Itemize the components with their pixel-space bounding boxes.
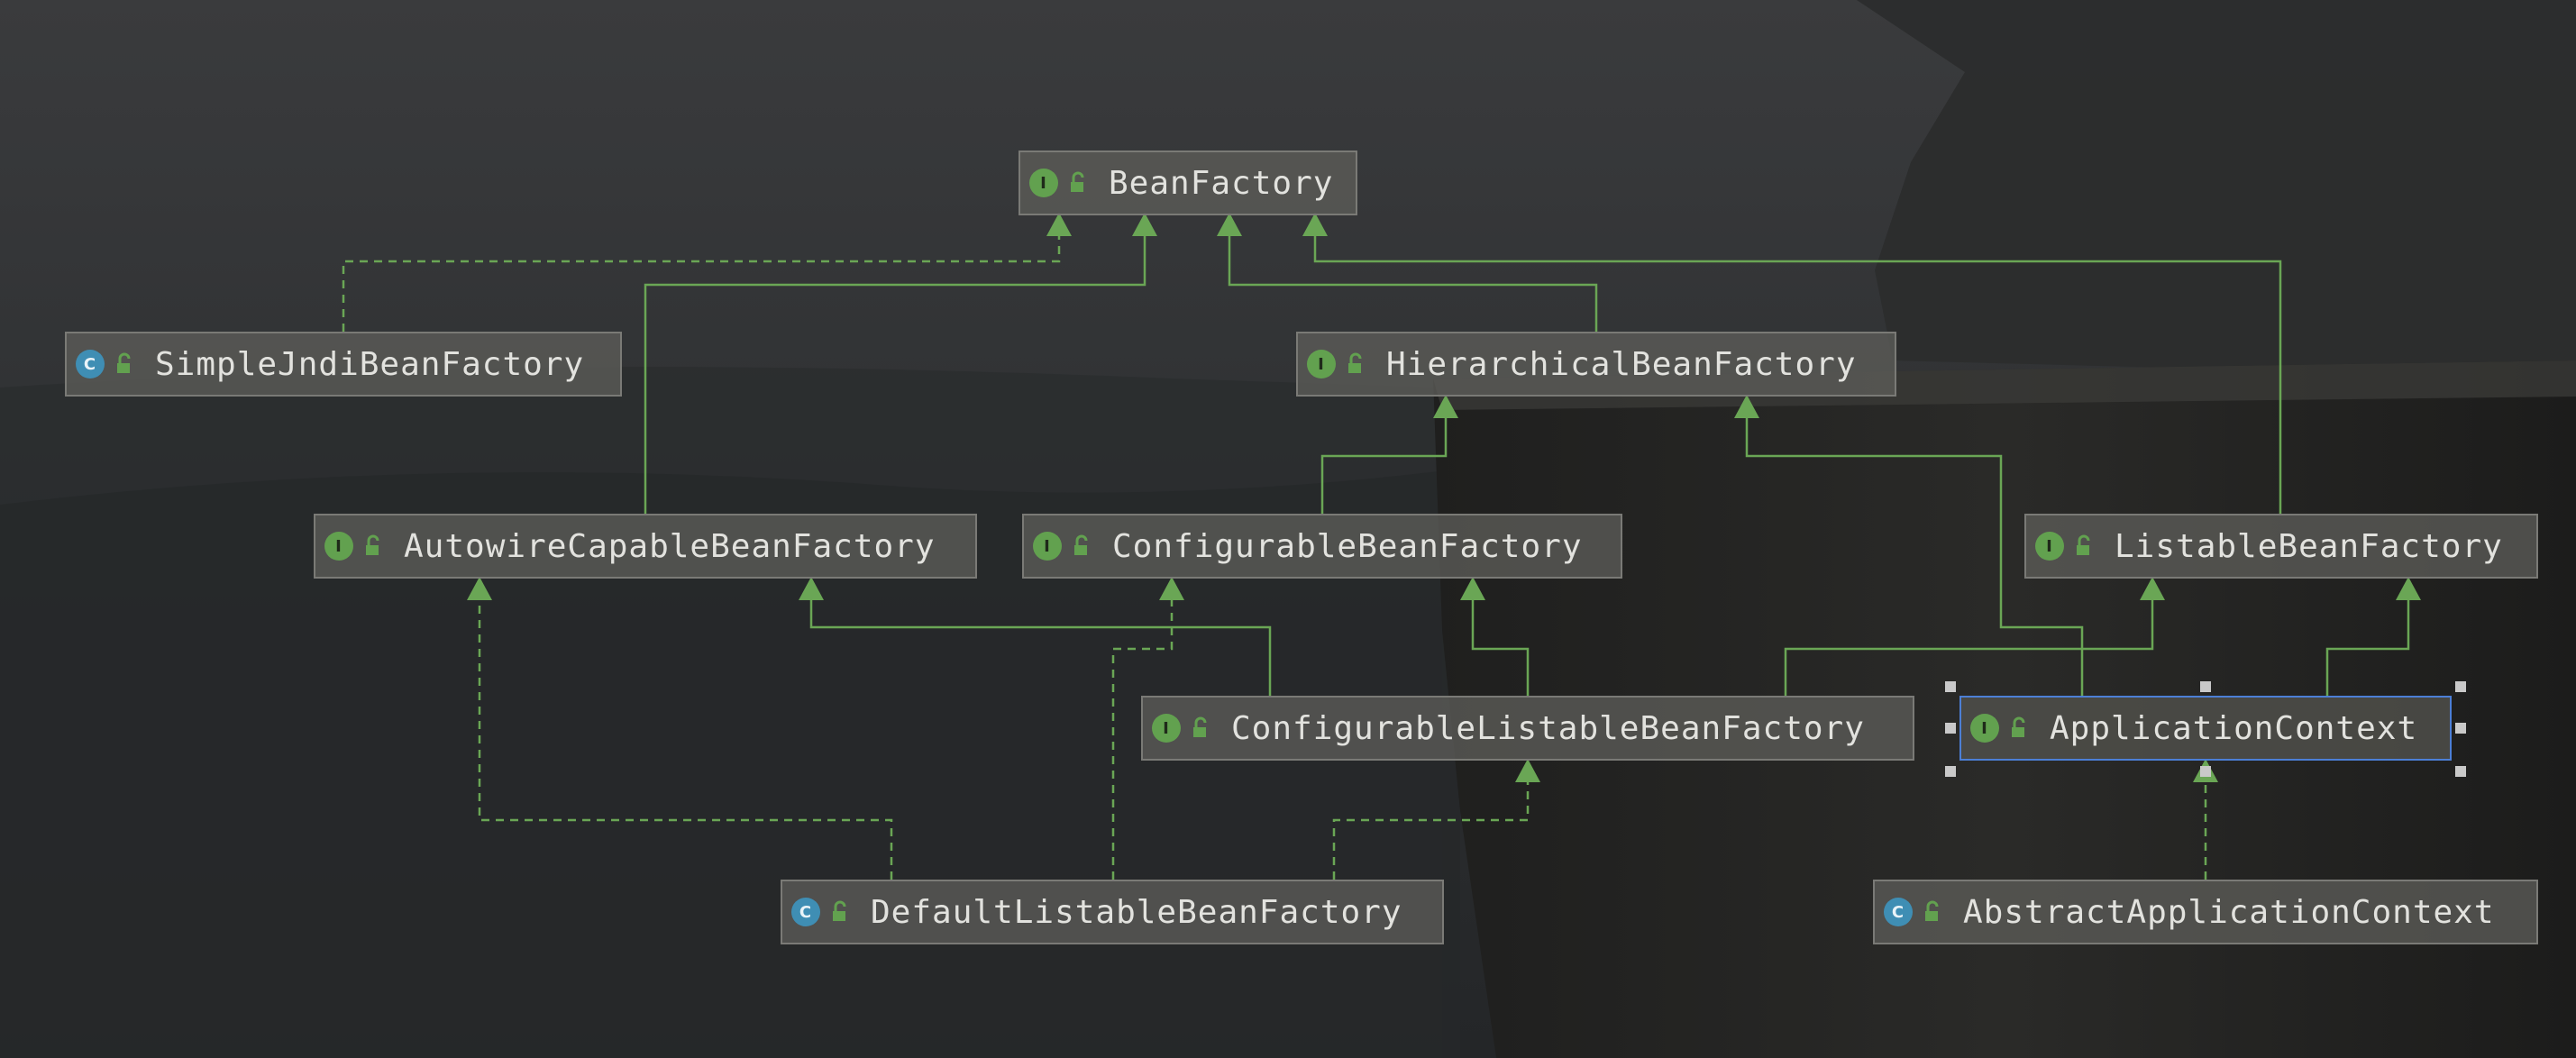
selection-handle[interactable]	[1945, 723, 1956, 734]
node-application-context[interactable]: I ApplicationContext	[1959, 696, 2452, 761]
selection-handle[interactable]	[2200, 766, 2211, 777]
unlock-icon	[1071, 171, 1084, 192]
edge-application-context-to-listable-bean-factory	[2325, 600, 2410, 696]
class-icon: C	[791, 898, 820, 926]
arrowhead-icon	[1132, 213, 1157, 236]
arrowhead-icon	[799, 577, 824, 600]
interface-icon: I	[1152, 714, 1181, 743]
arrowhead-icon	[1515, 759, 1540, 782]
interface-icon: I	[1307, 350, 1336, 379]
arrowhead-icon	[1217, 213, 1242, 236]
node-simple-jndi-bean-factory[interactable]: C SimpleJndiBeanFactory	[65, 332, 622, 397]
unlock-icon	[1925, 900, 1939, 921]
selection-handle[interactable]	[1945, 766, 1956, 777]
edge-default-listable-bean-factory-to-autowire-capable-bean-factory	[478, 600, 893, 880]
node-configurable-listable-bean-factory[interactable]: I ConfigurableListableBeanFactory	[1141, 696, 1914, 761]
arrowhead-icon	[2140, 577, 2165, 600]
interface-icon: I	[1029, 169, 1058, 197]
node-label: ConfigurableListableBeanFactory	[1231, 709, 1865, 747]
edge-configurable-listable-bean-factory-to-autowire-capable-bean-factory	[809, 600, 1272, 696]
unlock-icon	[117, 352, 131, 373]
arrowhead-icon	[2396, 577, 2421, 600]
interface-icon: I	[2035, 532, 2064, 561]
edge-hierarchical-bean-factory-to-bean-factory	[1228, 236, 1598, 332]
edge-configurable-listable-bean-factory-to-listable-bean-factory	[1784, 600, 2154, 696]
selection-handle[interactable]	[2455, 723, 2466, 734]
node-label: BeanFactory	[1109, 164, 1334, 202]
unlock-icon	[1074, 534, 1088, 555]
selection-handle[interactable]	[2455, 766, 2466, 777]
selection-handle[interactable]	[1945, 681, 1956, 692]
edge-simple-jndi-bean-factory-to-bean-factory	[342, 236, 1061, 332]
arrowhead-icon	[1046, 213, 1072, 236]
selection-handle[interactable]	[2455, 681, 2466, 692]
edge-application-context-to-hierarchical-bean-factory	[1745, 418, 2084, 696]
interface-icon: I	[1970, 714, 1999, 743]
node-abstract-application-context[interactable]: C AbstractApplicationContext	[1873, 880, 2538, 944]
node-label: AutowireCapableBeanFactory	[404, 527, 936, 565]
node-autowire-capable-bean-factory[interactable]: I AutowireCapableBeanFactory	[314, 514, 977, 579]
interface-icon: I	[1033, 532, 1062, 561]
interface-icon: I	[324, 532, 353, 561]
edge-default-listable-bean-factory-to-configurable-bean-factory	[1111, 600, 1174, 880]
unlock-icon	[2077, 534, 2090, 555]
node-label: DefaultListableBeanFactory	[871, 893, 1402, 931]
node-listable-bean-factory[interactable]: I ListableBeanFactory	[2024, 514, 2538, 579]
node-label: SimpleJndiBeanFactory	[155, 345, 585, 383]
edge-listable-bean-factory-to-bean-factory	[1313, 236, 2282, 514]
unlock-icon	[2012, 716, 2025, 737]
arrowhead-icon	[1302, 213, 1328, 236]
arrowhead-icon	[1159, 577, 1184, 600]
node-label: AbstractApplicationContext	[1963, 893, 2495, 931]
node-configurable-bean-factory[interactable]: I ConfigurableBeanFactory	[1022, 514, 1622, 579]
node-label: ApplicationContext	[2050, 709, 2418, 747]
node-default-listable-bean-factory[interactable]: C DefaultListableBeanFactory	[781, 880, 1444, 944]
node-label: ListableBeanFactory	[2115, 527, 2503, 565]
unlock-icon	[1193, 716, 1207, 737]
node-label: ConfigurableBeanFactory	[1112, 527, 1583, 565]
unlock-icon	[833, 900, 846, 921]
class-icon: C	[76, 350, 105, 379]
edge-configurable-bean-factory-to-hierarchical-bean-factory	[1320, 418, 1448, 514]
arrowhead-icon	[1460, 577, 1485, 600]
arrowhead-icon	[1734, 395, 1759, 418]
edge-default-listable-bean-factory-to-configurable-listable-bean-factory	[1332, 782, 1530, 880]
selection-handle[interactable]	[2200, 681, 2211, 692]
node-hierarchical-bean-factory[interactable]: I HierarchicalBeanFactory	[1296, 332, 1896, 397]
unlock-icon	[1348, 352, 1362, 373]
node-bean-factory[interactable]: I BeanFactory	[1019, 150, 1357, 215]
node-label: HierarchicalBeanFactory	[1386, 345, 1857, 383]
edge-configurable-listable-bean-factory-to-configurable-bean-factory	[1471, 600, 1530, 696]
arrowhead-icon	[1433, 395, 1458, 418]
class-icon: C	[1884, 898, 1913, 926]
arrowhead-icon	[467, 577, 492, 600]
edge-autowire-capable-bean-factory-to-bean-factory	[644, 236, 1146, 514]
unlock-icon	[366, 534, 379, 555]
